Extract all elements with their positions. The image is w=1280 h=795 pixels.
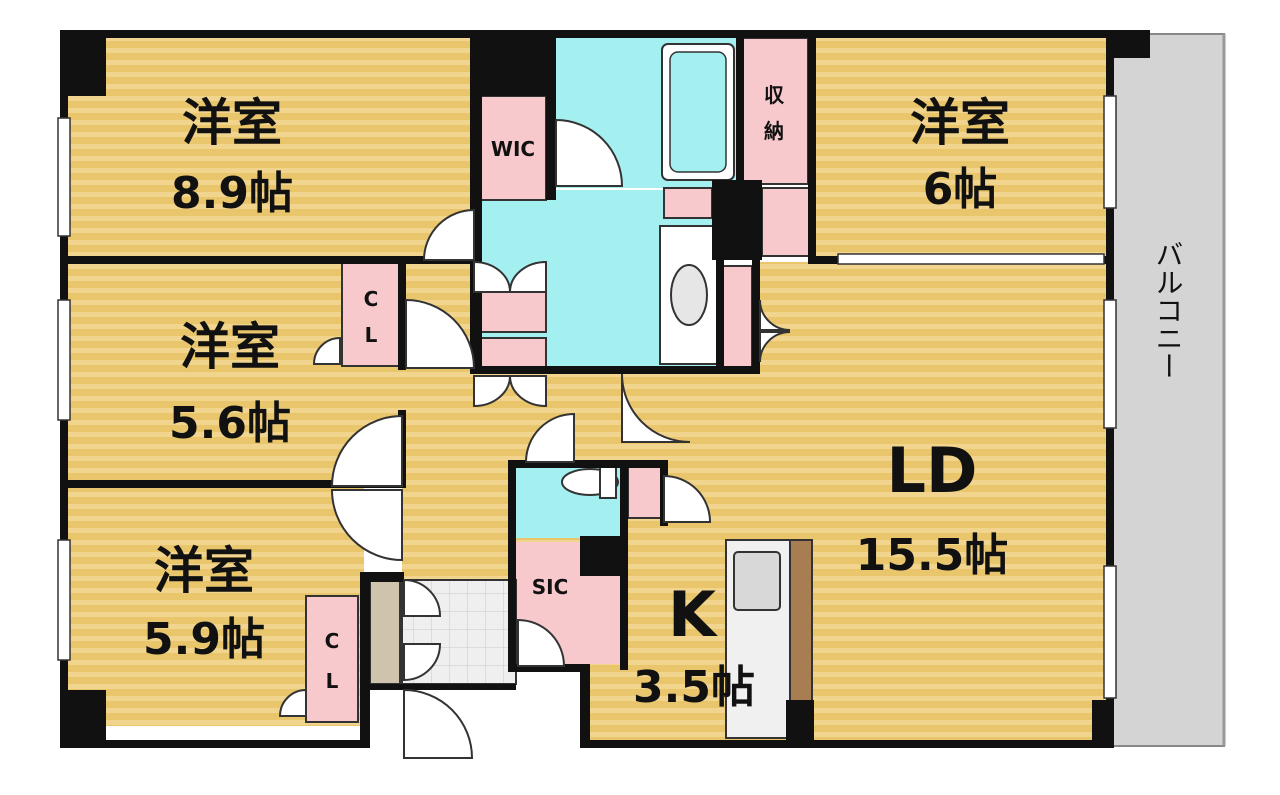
shuno-area (741, 37, 809, 185)
shuno-lower (761, 187, 811, 257)
vanity (659, 225, 719, 365)
ld-name: LD (887, 434, 978, 507)
kitchen-sink (733, 551, 781, 611)
kitchen-unit (725, 539, 813, 739)
cl2-area (305, 595, 359, 723)
windows (57, 95, 1117, 699)
doors (278, 118, 791, 759)
ld-storage (721, 265, 753, 369)
room-labels: 洋室 8.9帖 洋室 6帖 洋室 5.6帖 洋室 5.9帖 LD 15.5帖 K… (143, 83, 1184, 713)
shuno-label-1: 収 (764, 83, 785, 107)
bedroom4-name: 洋室 (154, 542, 254, 600)
bedroom2-name: 洋室 (910, 94, 1010, 152)
bedroom4-area: 5.9帖 (143, 614, 265, 665)
bedroom3-area: 5.6帖 (169, 398, 291, 449)
bath-storage (663, 187, 713, 219)
bedroom2-area: 6帖 (923, 164, 998, 215)
sic-label: SIC (532, 575, 569, 599)
ld-floor (756, 262, 1108, 742)
cl2-label-c: C (325, 629, 340, 653)
cl2-label-l: L (326, 669, 339, 693)
wic-area (479, 95, 547, 201)
linen1 (479, 291, 547, 333)
bedroom1-area: 8.9帖 (171, 168, 293, 219)
balcony (1111, 33, 1226, 747)
bathtub-inner (669, 51, 727, 173)
wic-label: WIC (491, 137, 535, 161)
balcony-label: バルコニー (1152, 240, 1185, 380)
bedroom1-name: 洋室 (182, 94, 282, 152)
shoe-box (369, 579, 401, 685)
cl1-label-l: L (365, 323, 378, 347)
bedroom2-floor (816, 38, 1108, 258)
bedroom3-name: 洋室 (180, 318, 280, 376)
kitchen-name: K (668, 578, 718, 651)
cl1-label-c: C (364, 287, 379, 311)
shuno-label-2: 納 (764, 119, 784, 143)
kitchen-area: 3.5帖 (633, 662, 755, 713)
toilet-storage (627, 465, 665, 519)
toilet-tank (599, 465, 617, 499)
kitchen-back (789, 539, 813, 709)
cl1-area (341, 261, 401, 367)
sink (670, 264, 708, 326)
ld-area: 15.5帖 (856, 530, 1009, 581)
entrance (369, 579, 517, 685)
linen2 (479, 337, 547, 369)
bedroom1-floor (66, 38, 472, 256)
